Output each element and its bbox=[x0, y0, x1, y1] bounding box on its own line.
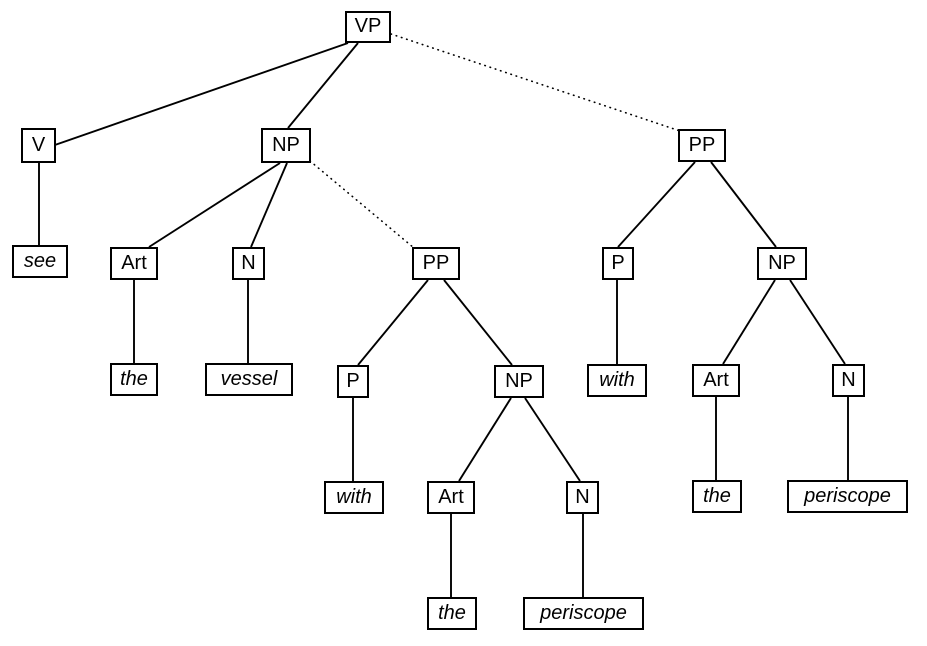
tree-node-art1[interactable]: Art bbox=[110, 247, 158, 280]
tree-node-n_m[interactable]: N bbox=[566, 481, 599, 514]
tree-node-v[interactable]: V bbox=[21, 128, 56, 163]
tree-node-with_r[interactable]: with bbox=[587, 364, 647, 397]
tree-node-the_m[interactable]: the bbox=[427, 597, 477, 630]
tree-node-pp_right[interactable]: PP bbox=[678, 129, 726, 162]
tree-node-label-np_right: NP bbox=[768, 251, 796, 274]
tree-node-label-np_mid: NP bbox=[505, 369, 533, 392]
tree-node-the_r[interactable]: the bbox=[692, 480, 742, 513]
tree-node-label-v: V bbox=[31, 133, 46, 156]
tree-node-label-vessel: vessel bbox=[220, 367, 278, 390]
tree-node-vp[interactable]: VP bbox=[345, 11, 391, 43]
tree-node-label-n1: N bbox=[241, 251, 256, 274]
tree-node-label-see: see bbox=[23, 249, 57, 272]
tree-node-art_m[interactable]: Art bbox=[427, 481, 475, 514]
tree-node-label-p_right: P bbox=[611, 251, 625, 274]
tree-node-art_r[interactable]: Art bbox=[692, 364, 740, 397]
tree-node-peri_m[interactable]: periscope bbox=[523, 597, 644, 630]
tree-node-p_right[interactable]: P bbox=[602, 247, 634, 280]
tree-node-label-n_m: N bbox=[575, 485, 590, 508]
tree-node-label-np1: NP bbox=[272, 133, 300, 156]
tree-node-np_mid[interactable]: NP bbox=[494, 365, 544, 398]
tree-node-label-with_m: with bbox=[336, 485, 372, 508]
tree-node-see[interactable]: see bbox=[12, 245, 68, 278]
tree-node-label-p_mid: P bbox=[346, 369, 360, 392]
tree-node-the1[interactable]: the bbox=[110, 363, 158, 396]
tree-node-n_r[interactable]: N bbox=[832, 364, 865, 397]
tree-node-label-vp: VP bbox=[354, 15, 382, 37]
tree-node-label-peri_r: periscope bbox=[804, 484, 891, 507]
tree-node-label-peri_m: periscope bbox=[540, 601, 627, 624]
tree-node-p_mid[interactable]: P bbox=[337, 365, 369, 398]
tree-node-label-art_m: Art bbox=[438, 485, 464, 508]
tree-node-np1[interactable]: NP bbox=[261, 128, 311, 163]
tree-node-pp_mid[interactable]: PP bbox=[412, 247, 460, 280]
tree-node-with_m[interactable]: with bbox=[324, 481, 384, 514]
tree-node-vessel[interactable]: vessel bbox=[205, 363, 293, 396]
tree-node-n1[interactable]: N bbox=[232, 247, 265, 280]
tree-node-np_right[interactable]: NP bbox=[757, 247, 807, 280]
tree-node-label-pp_right: PP bbox=[688, 133, 716, 156]
tree-node-label-with_r: with bbox=[599, 368, 635, 391]
tree-node-peri_r[interactable]: periscope bbox=[787, 480, 908, 513]
tree-node-label-art1: Art bbox=[121, 251, 147, 274]
tree-node-label-pp_mid: PP bbox=[422, 251, 450, 274]
tree-node-label-n_r: N bbox=[841, 368, 856, 391]
tree-node-label-the_r: the bbox=[703, 484, 731, 507]
tree-node-label-the1: the bbox=[120, 367, 148, 390]
tree-node-label-the_m: the bbox=[438, 601, 466, 624]
tree-node-label-art_r: Art bbox=[703, 368, 729, 391]
